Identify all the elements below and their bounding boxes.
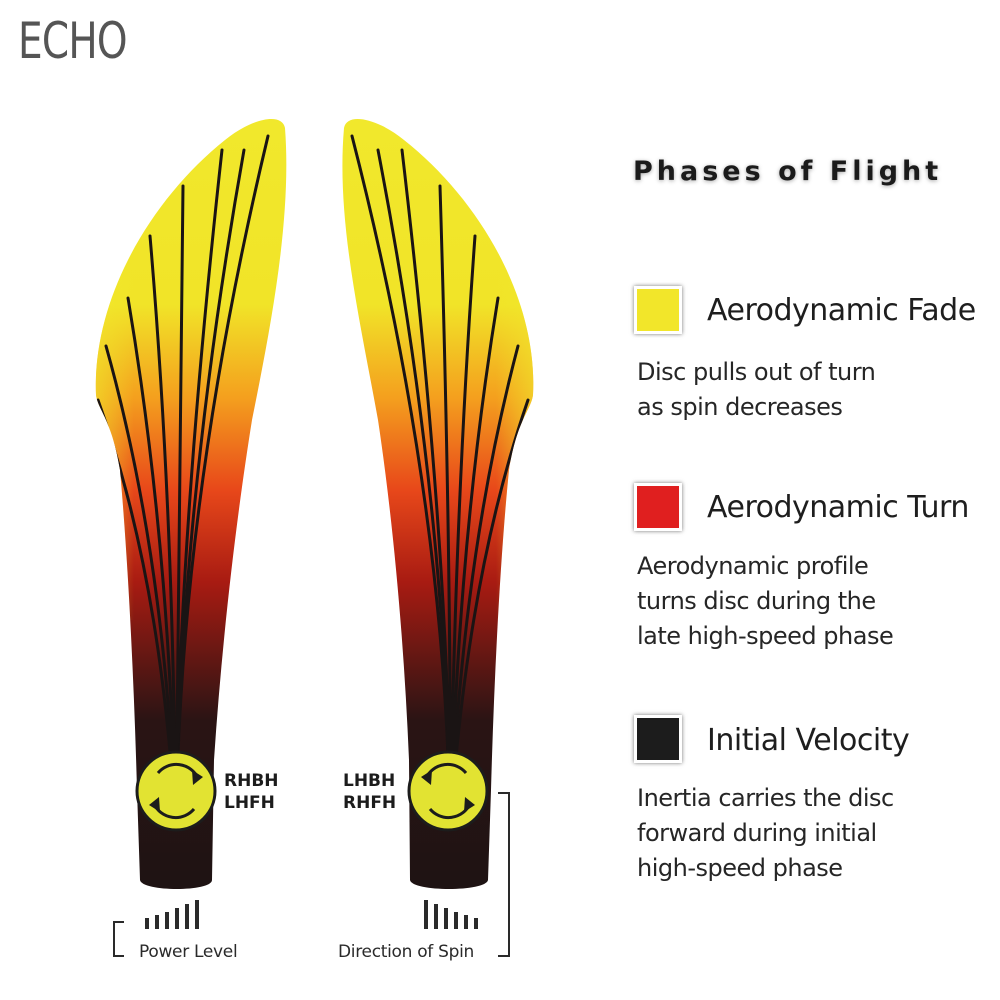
clockwise-arrows-icon (137, 752, 215, 830)
legend-heading: Phases of Flight (633, 156, 942, 187)
right-throw-labels: LHBH RHFH (343, 770, 396, 814)
legend-desc-velocity: Inertia carries the disc forward during … (637, 781, 894, 886)
turn-color-swatch (634, 483, 682, 531)
throw-label: RHFH (343, 792, 396, 814)
counterclockwise-arrows-icon (409, 752, 487, 830)
power-level-icon (145, 900, 199, 929)
throw-label: LHBH (343, 770, 396, 792)
power-level-bracket (114, 922, 124, 956)
throw-label: RHBH (224, 770, 279, 792)
legend-label-turn: Aerodynamic Turn (707, 490, 969, 525)
velocity-color-swatch (634, 715, 682, 763)
legend-label-fade: Aerodynamic Fade (707, 293, 976, 328)
left-throw-labels: RHBH LHFH (224, 770, 279, 814)
legend-label-velocity: Initial Velocity (707, 723, 909, 758)
throw-label: LHFH (224, 792, 279, 814)
fade-color-swatch (634, 286, 682, 334)
direction-of-spin-icon (424, 900, 478, 929)
direction-of-spin-bracket (498, 793, 509, 956)
direction-of-spin-label: Direction of Spin (338, 942, 474, 962)
power-level-label: Power Level (139, 942, 237, 962)
legend-desc-turn: Aerodynamic profile turns disc during th… (637, 549, 893, 654)
legend-desc-fade: Disc pulls out of turn as spin decreases (637, 355, 875, 425)
